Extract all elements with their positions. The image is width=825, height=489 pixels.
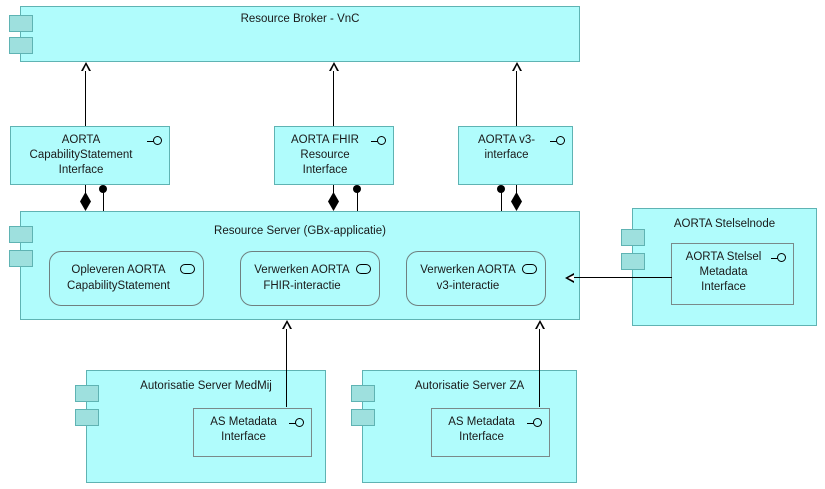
arrow-head-up-icon [329,62,339,72]
component-tab-icon [621,229,645,246]
provided-interface-lollipop-icon [771,253,789,263]
component-aorta-stelselnode-label: AORTA Stelselnode [673,218,776,230]
component-tab-icon [9,226,33,243]
component-tab-icon [351,385,375,402]
connector-line [516,185,518,199]
component-tab-icon [75,409,99,426]
provided-interface-lollipop-icon [550,136,568,146]
component-resource-broker-label: Resource Broker - VnC [240,13,360,25]
provided-interface-lollipop-icon [147,136,165,146]
component-tab-icon [75,385,99,402]
component-tab-icon [621,253,645,270]
component-tab-icon [9,250,33,267]
arrow-head-up-icon [535,320,545,330]
component-resource-server-label: Resource Server (GBx-applicatie) [214,225,386,237]
connector-line [572,277,672,279]
component-autorisatie-server-za-label: Autorisatie Server ZA [414,380,525,392]
connector-line [333,185,335,199]
service-rounded-rect-icon [522,264,537,274]
connector-line [333,70,335,126]
component-tab-icon [9,37,33,54]
connector-line [85,70,87,126]
component-resource-server[interactable]: Resource Server (GBx-applicatie) Oplever… [9,211,580,320]
arrow-head-up-icon [512,62,522,72]
component-autorisatie-server-medmij-label: Autorisatie Server MedMij [140,380,272,392]
interface-aorta-v3-label: AORTA v3-interface [477,134,536,161]
arrow-head-up-icon [81,62,91,72]
provided-interface-lollipop-icon [371,136,389,146]
arrow-head-left-icon [565,273,575,283]
component-tab-icon [351,409,375,426]
connector-line [85,185,87,199]
interface-aorta-v3[interactable]: AORTA v3-interface [458,126,573,185]
arrow-head-up-icon [282,320,292,330]
connector-line [286,328,288,407]
connector-line [539,328,541,407]
service-rounded-rect-icon [356,264,371,274]
composition-diamond-icon [328,192,339,211]
connector-line [516,70,518,126]
composition-diamond-icon [511,192,522,211]
provided-interface-lollipop-icon [289,418,307,428]
composition-diamond-icon [80,192,91,211]
provided-interface-lollipop-icon [527,418,545,428]
component-resource-broker[interactable]: Resource Broker - VnC [9,6,580,62]
service-rounded-rect-icon [180,264,195,274]
component-tab-icon [9,15,33,32]
